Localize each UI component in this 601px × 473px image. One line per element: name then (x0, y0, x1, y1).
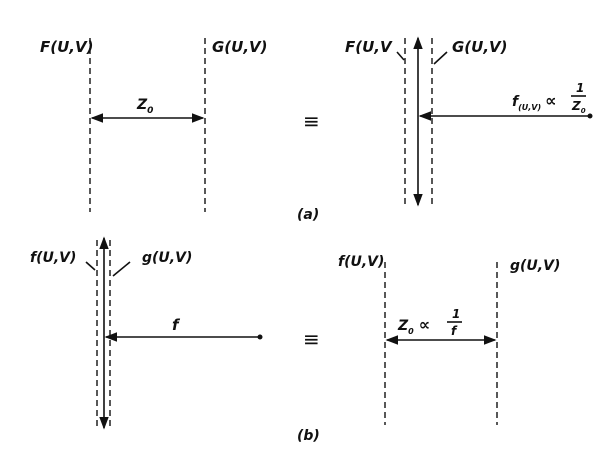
focal-length-symbol: f (512, 94, 520, 110)
focal-length-subscript: (U,V) (518, 103, 541, 112)
fraction-denominator-b: f (451, 324, 458, 338)
caption-b: (b) (297, 428, 320, 444)
proportional-symbol-b: ∝ (419, 315, 430, 334)
equivalence-symbol-a: ≡ (303, 109, 320, 133)
pointer-g-to-plane (112, 261, 131, 277)
fraction-numerator-b: 1 (452, 307, 460, 321)
distance-z0-label: Z0 (136, 97, 153, 116)
distance-z0-sub-b: 0 (408, 327, 414, 336)
distance-z0-main: Z (136, 97, 148, 113)
focal-point-dot-b (257, 334, 263, 340)
pointer-F-to-plane (396, 51, 405, 61)
distance-expression-b: Z0 ∝ (397, 315, 430, 336)
distance-z0-main-b: Z (397, 318, 409, 334)
focal-length-label-b: f (172, 316, 181, 334)
label-g-uv-right: g(U,V) (510, 258, 560, 274)
proportional-symbol-a: ∝ (545, 91, 556, 110)
pointer-f-to-plane (85, 261, 96, 271)
label-g-uv: g(U,V) (142, 250, 192, 266)
label-G-uv-right: G(U,V) (452, 38, 508, 56)
panel-b-right: f(U,V) g(U,V) Z0 ∝ 1 f (338, 254, 560, 425)
focal-length-expression: f(U,V) ∝ (512, 91, 557, 112)
panel-b: f(U,V) g(U,V) f ≡ f(U,V) g(U,V) Z0∝ 1 f … (30, 236, 560, 444)
caption-a: (a) (297, 207, 319, 223)
fraction-denominator-main-a: Z (571, 99, 581, 113)
distance-z0-subscript: 0 (147, 106, 153, 116)
equivalence-symbol-b: ≡ (303, 327, 320, 351)
panel-a-right: F(U,V G(U,V) f(U,V) ∝ 1 Z0 (345, 36, 593, 207)
label-f-uv-right: f(U,V) (338, 254, 384, 270)
panel-b-left: f(U,V) g(U,V) f (30, 236, 263, 430)
pointer-G-to-plane (433, 51, 448, 65)
label-F-uv-right: F(U,V (345, 38, 393, 56)
focal-point-dot (587, 113, 593, 119)
label-F-uv: F(U,V) (40, 38, 93, 56)
label-f-uv: f(U,V) (30, 250, 76, 266)
fraction-denominator-sub-a: 0 (581, 107, 586, 115)
panel-a-left: F(U,V) G(U,V) Z0 (40, 38, 268, 212)
label-G-uv: G(U,V) (212, 38, 268, 56)
fraction-denominator-a: Z0 (571, 99, 586, 115)
fraction-numerator-a: 1 (576, 81, 584, 95)
panel-a: F(U,V) G(U,V) Z0 ≡ F(U,V G(U,V) f(U,V)∝ … (40, 36, 593, 223)
